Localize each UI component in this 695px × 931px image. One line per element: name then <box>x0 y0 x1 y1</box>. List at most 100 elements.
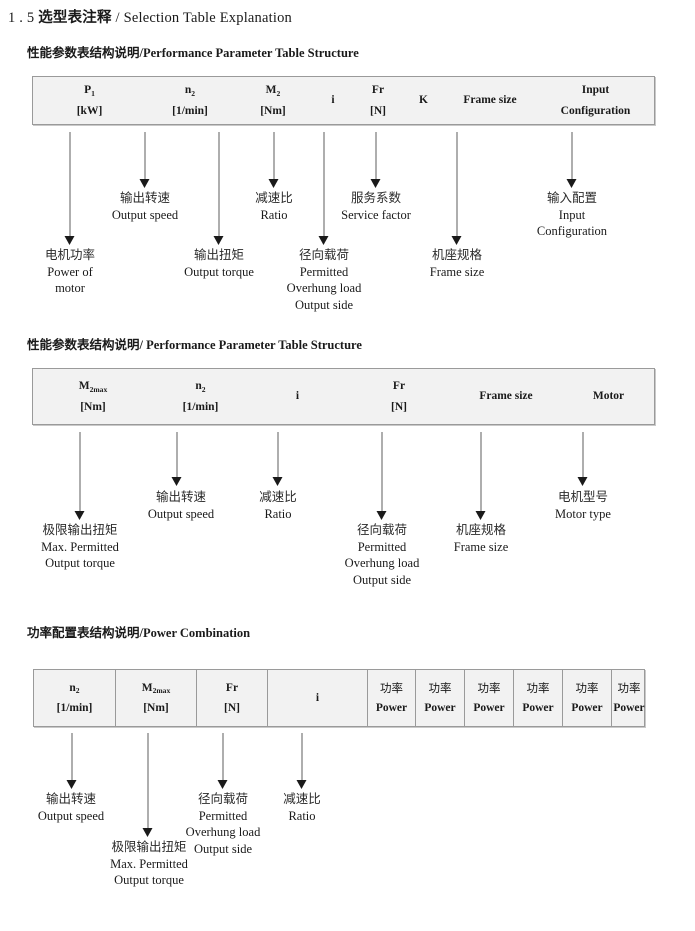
note-frame-size-2-en-1: Frame size <box>453 539 509 554</box>
note-ratio-3-cn: 减速比 <box>283 791 321 806</box>
table3-col-i-line1: i <box>315 691 320 704</box>
table2-col-n2-line2: [1/min] <box>182 400 219 413</box>
table2-col-motor: Motor <box>561 369 656 424</box>
note-ratio: 减速比 Ratio <box>255 190 293 223</box>
arrow-to-ratio-3 <box>296 733 308 789</box>
table3-col-power-5-en: Power <box>571 702 603 714</box>
table2-col-i: i <box>248 369 347 424</box>
note-service-factor-en-1: Service factor <box>341 207 411 222</box>
note-frame-size-cn: 机座规格 <box>431 247 482 262</box>
section-heading-2-sep: / <box>139 338 143 352</box>
table3-col-m2max: M2max [Nm] <box>115 670 196 726</box>
table2-col-frame-size: Frame size <box>451 369 561 424</box>
table2-col-n2-sub: 2 <box>201 384 206 394</box>
section-heading-1-en: Performance Parameter Table Structure <box>143 46 359 60</box>
page-title-number: 1 . 5 <box>8 10 35 26</box>
performance-table-1: P1 [kW] n2 [1/min] M2 [Nm] i Fr [N] K Fr… <box>32 76 655 125</box>
arrow-to-ratio <box>268 132 280 188</box>
table1-col-n2-line1: n2 <box>184 84 196 98</box>
table3-col-power-6-en: Power <box>613 702 645 714</box>
table3-col-m2max-sub: 2max <box>152 686 171 695</box>
section-heading-1: 性能参数表结构说明/Performance Parameter Table St… <box>27 42 359 61</box>
note-motor-type-2-en-1: Motor type <box>555 506 611 521</box>
note-overhung-load-2-en-2: Overhung load <box>344 556 420 570</box>
table2-col-m2max-sub: 2max <box>89 384 108 394</box>
table3-col-fr-line1: Fr <box>225 681 239 694</box>
section-heading-2: 性能参数表结构说明/ Performance Parameter Table S… <box>27 334 362 353</box>
section-heading-2-cn: 性能参数表结构说明 <box>27 337 140 352</box>
section-heading-3-en: Power Combination <box>143 626 251 640</box>
note-service-factor: 服务系数 Service factor <box>341 190 411 223</box>
table1-col-p1-line2: [kW] <box>76 104 103 117</box>
note-input-configuration-cn: 输入配置 <box>546 190 598 205</box>
note-output-speed-2: 输出转速 Output speed <box>148 489 214 522</box>
performance-table-2: M2max [Nm] n2 [1/min] i Fr [N] Frame siz… <box>32 368 655 425</box>
table1-col-fr-line2: [N] <box>370 104 386 117</box>
table2-col-m2max: M2max [Nm] <box>33 369 153 424</box>
table3-col-power-3-cn: 功率 <box>477 680 501 695</box>
table3-col-power-3-en: Power <box>473 702 505 714</box>
table2-col-m2max-line2: [Nm] <box>80 400 106 413</box>
note-output-speed-cn: 输出转速 <box>119 190 170 205</box>
table3-col-power-1-en: Power <box>375 702 408 714</box>
arrow-to-max-output-torque-2 <box>74 432 86 520</box>
table1-col-m2-line1: M2 <box>265 84 281 98</box>
note-overhung-load-cn: 径向载荷 <box>298 247 350 262</box>
note-overhung-load-en-2: Overhung load <box>286 281 362 295</box>
table3-col-i: i <box>267 670 367 726</box>
note-frame-size-2: 机座规格 Frame size <box>454 522 509 555</box>
table1-col-n2: n2 [1/min] <box>146 77 234 124</box>
arrow-to-max-output-torque-3 <box>142 733 154 837</box>
table1-col-i-line1: i <box>331 94 335 107</box>
table2-col-fr: Fr [N] <box>347 369 451 424</box>
note-motor-type-2: 电机型号 Motor type <box>555 489 611 522</box>
table3-col-power-5: 功率 Power <box>562 670 611 726</box>
arrow-to-overhung-load-3 <box>217 733 229 789</box>
note-overhung-load-2-en-1: Permitted <box>357 539 407 554</box>
arrow-to-overhung-load-2 <box>376 432 388 520</box>
note-output-speed-3-cn: 输出转速 <box>45 791 96 806</box>
note-service-factor-cn: 服务系数 <box>350 190 402 205</box>
note-power-of-motor-en-1: Power of <box>47 264 93 279</box>
table1-col-n2-line2: [1/min] <box>172 104 208 117</box>
arrow-to-ratio-2 <box>272 432 284 486</box>
table1-col-frame-size: Frame size <box>445 77 535 124</box>
table3-col-power-5-cn: 功率 <box>575 680 599 695</box>
arrow-to-input-configuration <box>566 132 578 188</box>
note-overhung-load-2-cn: 径向载荷 <box>356 522 408 537</box>
note-max-output-torque-2-cn: 极限输出扭矩 <box>42 522 118 537</box>
note-max-output-torque-3-cn: 极限输出扭矩 <box>111 839 187 854</box>
table2-col-motor-line1: Motor <box>592 390 625 403</box>
table1-col-p1-sub: 1 <box>91 88 95 98</box>
table2-col-i-line1: i <box>295 390 300 403</box>
arrow-to-overhung-load <box>318 132 330 245</box>
note-output-torque: 输出扭矩 Output torque <box>184 247 254 280</box>
note-input-configuration-en-2: Configuration <box>536 224 608 238</box>
note-output-speed-en-1: Output speed <box>111 207 179 222</box>
table2-col-fr-line1: Fr <box>392 380 406 393</box>
page-title: 1 . 5 选型表注释 / Selection Table Explanatio… <box>8 6 292 27</box>
table2-col-n2-line1: n2 <box>195 380 206 394</box>
note-overhung-load-3-en-3: Output side <box>194 841 252 856</box>
table2-col-m2max-line1: M2max <box>78 380 108 394</box>
table1-col-k: K <box>402 77 445 124</box>
note-power-of-motor-en-2: motor <box>55 281 85 295</box>
table1-col-m2-sub: 2 <box>276 88 281 98</box>
table1-col-k-line1: K <box>419 94 428 107</box>
table3-col-power-4-cn: 功率 <box>526 680 550 695</box>
table1-col-i: i <box>312 77 354 124</box>
note-ratio-2-en-1: Ratio <box>264 506 292 521</box>
note-frame-size-2-cn: 机座规格 <box>455 522 506 537</box>
table2-col-frame-size-line1: Frame size <box>479 390 533 403</box>
note-output-torque-en-1: Output torque <box>184 264 254 279</box>
page-title-separator: / <box>115 10 120 26</box>
note-max-output-torque-3: 极限输出扭矩 Max. Permitted Output torque <box>110 839 188 889</box>
arrow-to-service-factor <box>370 132 382 188</box>
table1-col-m2: M2 [Nm] <box>234 77 312 124</box>
table3-col-power-4-en: Power <box>522 702 554 714</box>
table3-col-power-4: 功率 Power <box>513 670 562 726</box>
note-ratio-cn: 减速比 <box>255 190 293 205</box>
table3-col-m2max-line1: M2max <box>141 681 171 695</box>
table3-col-power-1: 功率 Power <box>367 670 415 726</box>
note-max-output-torque-2-en-1: Max. Permitted <box>41 539 119 554</box>
